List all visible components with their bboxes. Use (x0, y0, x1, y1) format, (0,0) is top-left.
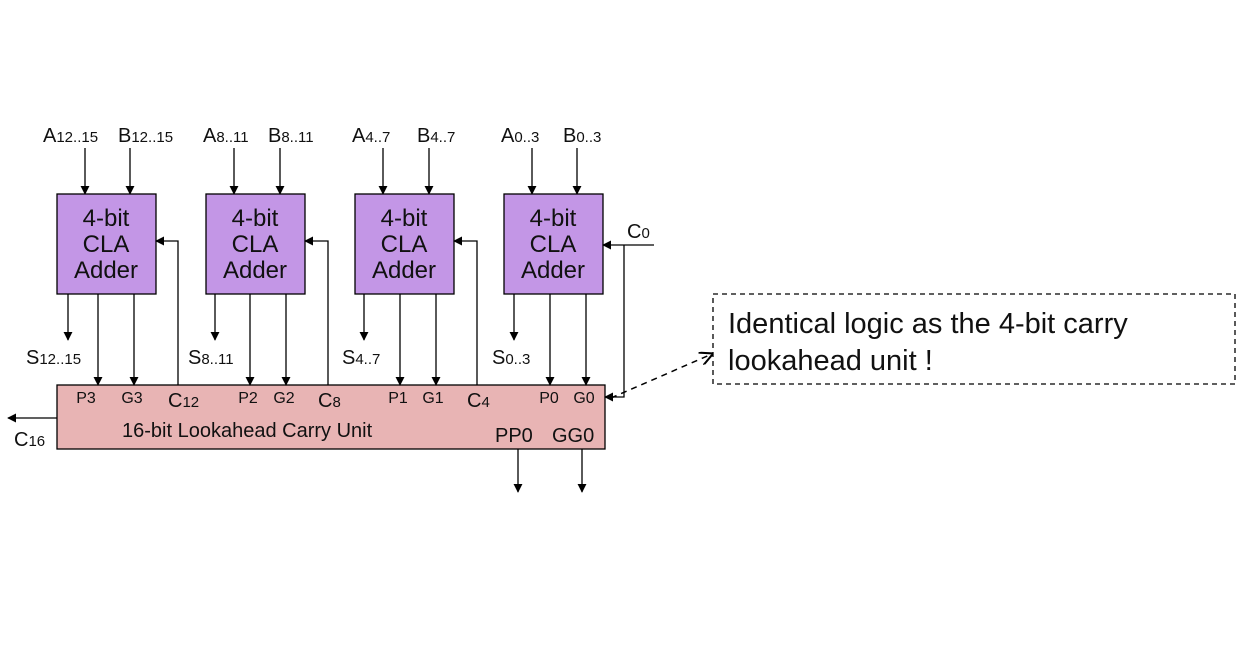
p1-pin-label: P1 (388, 390, 408, 407)
c8-pin-label: C8 (318, 390, 341, 412)
p0-pin-label: P0 (539, 390, 559, 407)
c0-to-lookahead-arrow (604, 245, 625, 402)
adder-line1: 4-bit (83, 205, 130, 232)
note-pointer-arrow (610, 354, 712, 399)
p3-pin-label: P3 (76, 390, 96, 407)
lookahead-unit-box (56, 384, 606, 450)
adder-box (205, 193, 306, 295)
note-line2: lookahead unit ! (728, 345, 933, 377)
carry-in-arrow (453, 236, 478, 385)
adder-line2: CLA (381, 231, 428, 258)
callout-note: Identical logic as the 4-bit carry looka… (610, 293, 1236, 399)
adder-line2: CLA (232, 231, 279, 258)
a-input-label-0-3: A0..3 (501, 125, 539, 147)
c4-pin-label: C4 (467, 390, 490, 412)
b-input-label-12-15: B12..15 (118, 125, 173, 147)
cla-adder-4-7: A4..7 B4..7 4-bit CLA Adder S4..7 P1 G1 … (342, 125, 490, 412)
adder-line1: 4-bit (232, 205, 279, 232)
note-line1: Identical logic as the 4-bit carry (728, 308, 1128, 340)
adder-line2: CLA (83, 231, 130, 258)
a-input-label-4-7: A4..7 (352, 125, 390, 147)
adder-line3: Adder (74, 257, 138, 284)
sum-label-12-15: S12..15 (26, 347, 81, 369)
carry-in-arrow (155, 236, 179, 385)
carry-out-c16: C16 (7, 413, 57, 451)
cla-adder-8-11: A8..11 B8..11 4-bit CLA Adder S8..11 P2 … (188, 125, 341, 412)
cla-adder-12-15: A12..15 B12..15 4-bit CLA Adder S12..15 … (26, 125, 199, 412)
adder-line3: Adder (223, 257, 287, 284)
b-input-label-0-3: B0..3 (563, 125, 601, 147)
lookahead-carry-unit: 16-bit Lookahead Carry Unit PP0 GG0 (56, 384, 606, 450)
adder-line3: Adder (372, 257, 436, 284)
adder-line2: CLA (530, 231, 577, 258)
adder-line3: Adder (521, 257, 585, 284)
g0-pin-label: G0 (573, 390, 594, 407)
g2-pin-label: G2 (273, 390, 294, 407)
sum-label-0-3: S0..3 (492, 347, 530, 369)
c16-label: C16 (14, 429, 45, 451)
b-input-label-8-11: B8..11 (268, 125, 314, 147)
g1-pin-label: G1 (422, 390, 443, 407)
c12-pin-label: C12 (168, 390, 199, 412)
note-box (712, 293, 1236, 385)
b-input-label-4-7: B4..7 (417, 125, 455, 147)
gg0-label: GG0 (552, 425, 594, 447)
adder-line1: 4-bit (381, 205, 428, 232)
adder-line1: 4-bit (530, 205, 577, 232)
g3-pin-label: G3 (121, 390, 142, 407)
cla-adder-0-3: A0..3 B0..3 4-bit CLA Adder S0..3 P0 G0 … (492, 125, 654, 407)
pp0-label: PP0 (495, 425, 533, 447)
adder-box (56, 193, 157, 295)
c16-main: C (14, 429, 28, 451)
sum-label-8-11: S8..11 (188, 347, 234, 369)
sum-label-4-7: S4..7 (342, 347, 380, 369)
p2-pin-label: P2 (238, 390, 258, 407)
carry-in-arrow (304, 236, 329, 385)
c16-sub: 16 (28, 433, 45, 450)
lookahead-unit-label: 16-bit Lookahead Carry Unit (122, 420, 373, 442)
a-input-label-8-11: A8..11 (203, 125, 249, 147)
c0-label: C0 (627, 221, 650, 243)
a-input-label-12-15: A12..15 (43, 125, 98, 147)
